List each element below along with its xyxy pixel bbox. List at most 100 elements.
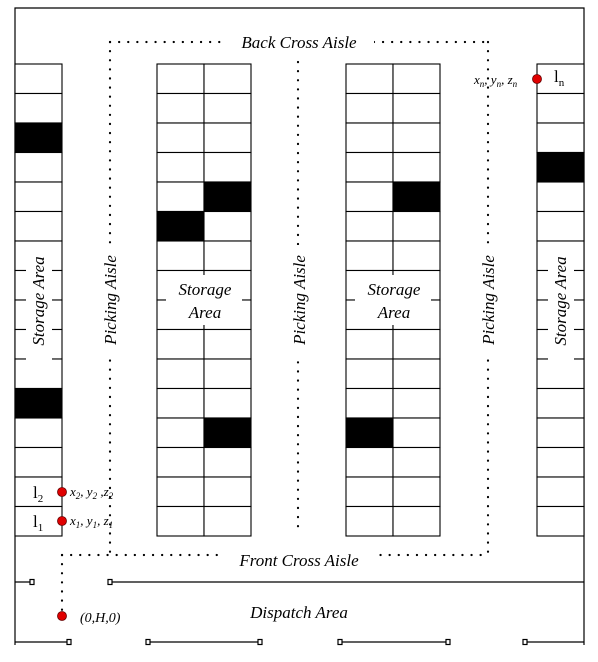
- storage-area-middle1-label-line2: Area: [188, 303, 221, 322]
- storage-slot: [156, 328, 205, 360]
- storage-slot: [14, 151, 63, 183]
- picking-aisle-2-label: Picking Aisle: [290, 255, 309, 346]
- storage-slot: [392, 328, 441, 360]
- storage-slot: [203, 122, 252, 154]
- storage-slot: [203, 476, 252, 508]
- back-cross-aisle-label: Back Cross Aisle: [241, 33, 357, 52]
- storage-slot: [536, 181, 585, 213]
- storage-slot: [203, 505, 252, 537]
- storage-slot: [392, 92, 441, 124]
- storage-slot: [345, 210, 394, 242]
- storage-area-middle1-label-line1: Storage: [179, 280, 232, 299]
- storage-slot: [203, 210, 252, 242]
- occupied-storage-slot: [14, 387, 63, 419]
- picking-aisle-3-label: Picking Aisle: [479, 255, 498, 346]
- storage-slot: [14, 210, 63, 242]
- storage-slot: [345, 63, 394, 95]
- storage-slot: [345, 328, 394, 360]
- storage-slot: [14, 505, 63, 537]
- storage-slot: [345, 122, 394, 154]
- storage-area-left-label: Storage Area: [29, 256, 48, 345]
- storage-slot: [536, 476, 585, 508]
- storage-slot: [392, 417, 441, 449]
- storage-slot: [392, 151, 441, 183]
- storage-slot: [345, 92, 394, 124]
- point-l2: [57, 487, 67, 497]
- storage-slot: [203, 387, 252, 419]
- occupied-storage-slot: [203, 417, 252, 449]
- coord-n-label: xn, yn, zn: [473, 72, 518, 89]
- storage-slot: [156, 417, 205, 449]
- storage-slot: [345, 476, 394, 508]
- storage-slot: [156, 181, 205, 213]
- storage-slot: [156, 92, 205, 124]
- storage-slot: [345, 446, 394, 478]
- location-points: [57, 74, 542, 621]
- picking-aisle-1-label: Picking Aisle: [101, 255, 120, 346]
- storage-area-middle2-label-line1: Storage: [368, 280, 421, 299]
- storage-slot: [536, 358, 585, 390]
- storage-slot: [203, 358, 252, 390]
- location-ln-label: ln: [554, 67, 565, 89]
- storage-slot: [345, 181, 394, 213]
- front-cross-aisle-label: Front Cross Aisle: [238, 551, 359, 570]
- storage-slot: [156, 240, 205, 272]
- storage-slot: [156, 387, 205, 419]
- storage-slot: [536, 417, 585, 449]
- storage-slot: [536, 505, 585, 537]
- storage-slot: [345, 387, 394, 419]
- storage-slot: [14, 417, 63, 449]
- storage-slot: [536, 387, 585, 419]
- storage-area-right-label: Storage Area: [551, 256, 570, 345]
- location-l1-label: l1: [33, 512, 43, 534]
- storage-middle1-label-bg: [166, 275, 242, 325]
- storage-slot: [345, 240, 394, 272]
- storage-slot: [345, 358, 394, 390]
- storage-slot: [392, 240, 441, 272]
- coord-1-label: x1, y1, z1: [69, 513, 113, 530]
- storage-area-middle2-label-line2: Area: [377, 303, 410, 322]
- storage-slot: [392, 476, 441, 508]
- storage-slot: [156, 446, 205, 478]
- picking-aisle-1-label-bg: [100, 245, 121, 357]
- front-aisle-label-bg: [220, 548, 378, 570]
- storage-slot: [203, 151, 252, 183]
- storage-slot: [536, 122, 585, 154]
- origin-label: (0,H,0): [80, 611, 121, 626]
- storage-racks: [14, 63, 585, 537]
- back-aisle-label-bg: [222, 30, 374, 52]
- storage-slot: [14, 358, 63, 390]
- storage-slot: [14, 63, 63, 95]
- storage-slot: [156, 63, 205, 95]
- occupied-storage-slot: [14, 122, 63, 154]
- storage-slot: [536, 210, 585, 242]
- storage-slot: [156, 151, 205, 183]
- storage-slot: [156, 122, 205, 154]
- storage-slot: [536, 92, 585, 124]
- storage-slot: [14, 181, 63, 213]
- storage-slot: [203, 63, 252, 95]
- storage-slot: [392, 122, 441, 154]
- storage-slot: [156, 476, 205, 508]
- storage-slot: [392, 63, 441, 95]
- storage-slot: [345, 151, 394, 183]
- storage-slot: [392, 358, 441, 390]
- picking-aisle-2-label-bg: [288, 245, 309, 357]
- point-ln: [532, 74, 542, 84]
- occupied-storage-slot: [203, 181, 252, 213]
- point-l1: [57, 516, 67, 526]
- storage-slot: [392, 387, 441, 419]
- dispatch-separator: [15, 578, 584, 586]
- storage-slot: [203, 92, 252, 124]
- occupied-storage-slot: [392, 181, 441, 213]
- storage-left-label-bg: [26, 242, 52, 360]
- point-origin: [57, 611, 67, 621]
- storage-middle2-label-bg: [355, 275, 431, 325]
- picking-aisle-3-label-bg: [478, 245, 499, 357]
- storage-slot: [156, 358, 205, 390]
- storage-slot: [536, 446, 585, 478]
- coord-2-label: x2, y2 ,z2: [69, 484, 114, 501]
- storage-slot: [203, 328, 252, 360]
- storage-slot: [203, 240, 252, 272]
